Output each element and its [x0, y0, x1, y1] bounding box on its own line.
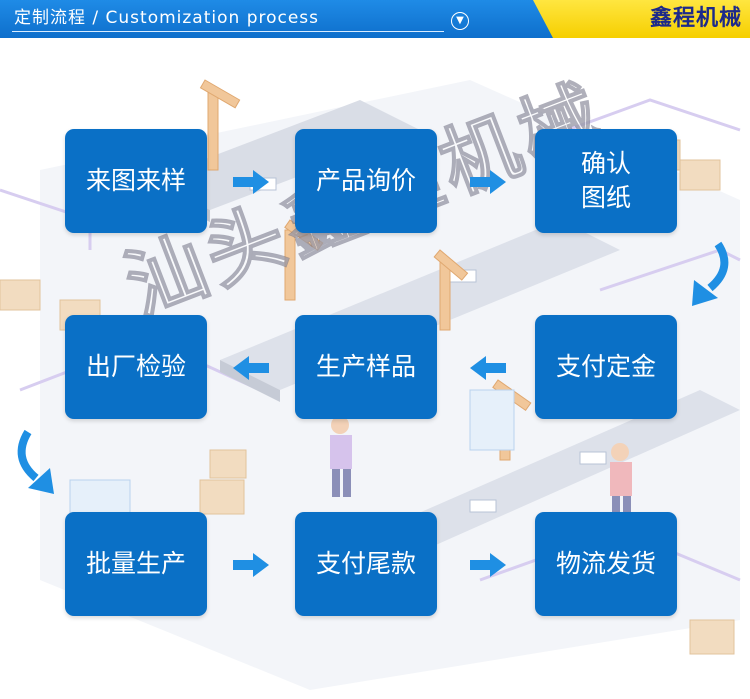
step-3: 确认 图纸 — [535, 129, 677, 233]
arrow-right-icon — [470, 553, 506, 577]
arrow-right-icon — [233, 553, 269, 577]
chevron-down-icon[interactable]: ▼ — [451, 12, 469, 30]
step-6: 出厂检验 — [65, 315, 207, 419]
header-bar: 定制流程 / Customization process ▼ 鑫程机械 — [0, 0, 750, 38]
step-1: 来图来样 — [65, 129, 207, 233]
header-underline — [12, 31, 444, 32]
arrow-left-icon — [233, 356, 269, 380]
step-5: 生产样品 — [295, 315, 437, 419]
step-4-label: 支付定金 — [555, 352, 656, 381]
curved-arrow-down-icon — [692, 241, 729, 306]
step-8: 支付尾款 — [295, 512, 437, 616]
header-yellow-band — [533, 0, 750, 38]
step-9-label: 物流发货 — [555, 549, 656, 578]
step-8-label: 支付尾款 — [315, 549, 416, 578]
arrow-right-icon — [233, 170, 269, 194]
arrow-left-icon — [470, 356, 506, 380]
step-9: 物流发货 — [535, 512, 677, 616]
step-2: 产品询价 — [295, 129, 437, 233]
step-6-label: 出厂检验 — [85, 352, 186, 381]
step-7: 批量生产 — [65, 512, 207, 616]
step-7-label: 批量生产 — [85, 549, 186, 578]
curved-arrow-down-icon — [17, 429, 54, 494]
header-title: 定制流程 / Customization process — [14, 8, 320, 28]
arrow-right-icon — [470, 170, 506, 194]
step-4: 支付定金 — [535, 315, 677, 419]
step-2-label: 产品询价 — [315, 166, 416, 195]
step-3-label-line1: 确认 — [580, 149, 631, 178]
step-3-label-line2: 图纸 — [580, 183, 631, 212]
step-5-label: 生产样品 — [315, 352, 416, 381]
brand-name: 鑫程机械 — [649, 6, 742, 31]
step-1-label: 来图来样 — [85, 166, 186, 195]
